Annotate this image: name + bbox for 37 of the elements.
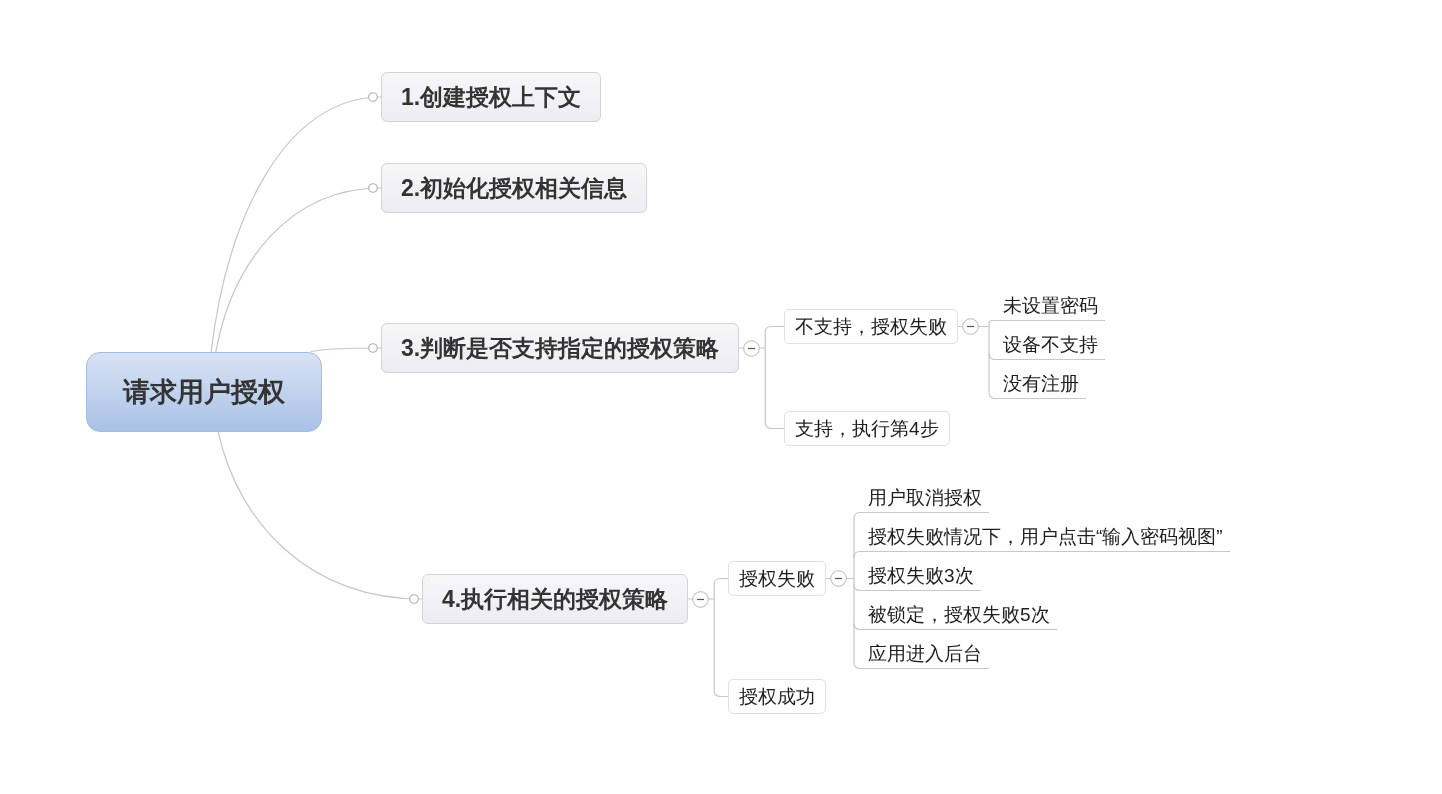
connector-line xyxy=(957,322,990,394)
topic-box: 4.执行相关的授权策略 xyxy=(422,574,689,624)
connector-line xyxy=(210,92,382,353)
connector-line xyxy=(217,431,423,604)
connector-line xyxy=(309,343,382,353)
underlined-label: 授权失败3次 xyxy=(862,561,981,591)
connector-line xyxy=(687,583,715,692)
subtopic-box: 不支持，授权失败 xyxy=(784,309,958,344)
underlined-label: 应用进入后台 xyxy=(862,639,989,669)
connector-line xyxy=(713,577,729,586)
connector-line xyxy=(988,352,998,361)
underlined-label: 没有注册 xyxy=(997,369,1086,399)
underlined-label: 设备不支持 xyxy=(997,330,1105,360)
connector-line xyxy=(713,689,729,698)
subtopic-box: 授权成功 xyxy=(728,679,826,714)
central-topic-box: 请求用户授权 xyxy=(86,352,322,432)
subtopic-box: 支持，执行第4步 xyxy=(784,411,950,446)
connector-line xyxy=(215,183,382,353)
topic-box: 2.初始化授权相关信息 xyxy=(381,163,648,213)
connector-line xyxy=(853,622,863,631)
connector-line xyxy=(764,421,785,430)
connector-line xyxy=(853,511,863,520)
topic-box: 3.判断是否支持指定的授权策略 xyxy=(381,323,740,373)
underlined-label: 未设置密码 xyxy=(997,291,1105,321)
connector-line xyxy=(825,517,855,664)
connector-line xyxy=(988,319,998,325)
connector-line xyxy=(853,661,863,670)
connector-line xyxy=(738,331,766,424)
underlined-label: 被锁定，授权失败5次 xyxy=(862,600,1057,630)
connector-line xyxy=(853,550,863,559)
topic-box: 1.创建授权上下文 xyxy=(381,72,602,122)
connector-line xyxy=(988,391,998,400)
underlined-label: 用户取消授权 xyxy=(862,483,989,513)
subtopic-box: 授权失败 xyxy=(728,561,826,596)
connector-line xyxy=(853,583,863,592)
connector-line xyxy=(764,325,785,334)
underlined-label: 授权失败情况下，用户点击“输入密码视图” xyxy=(862,522,1230,552)
